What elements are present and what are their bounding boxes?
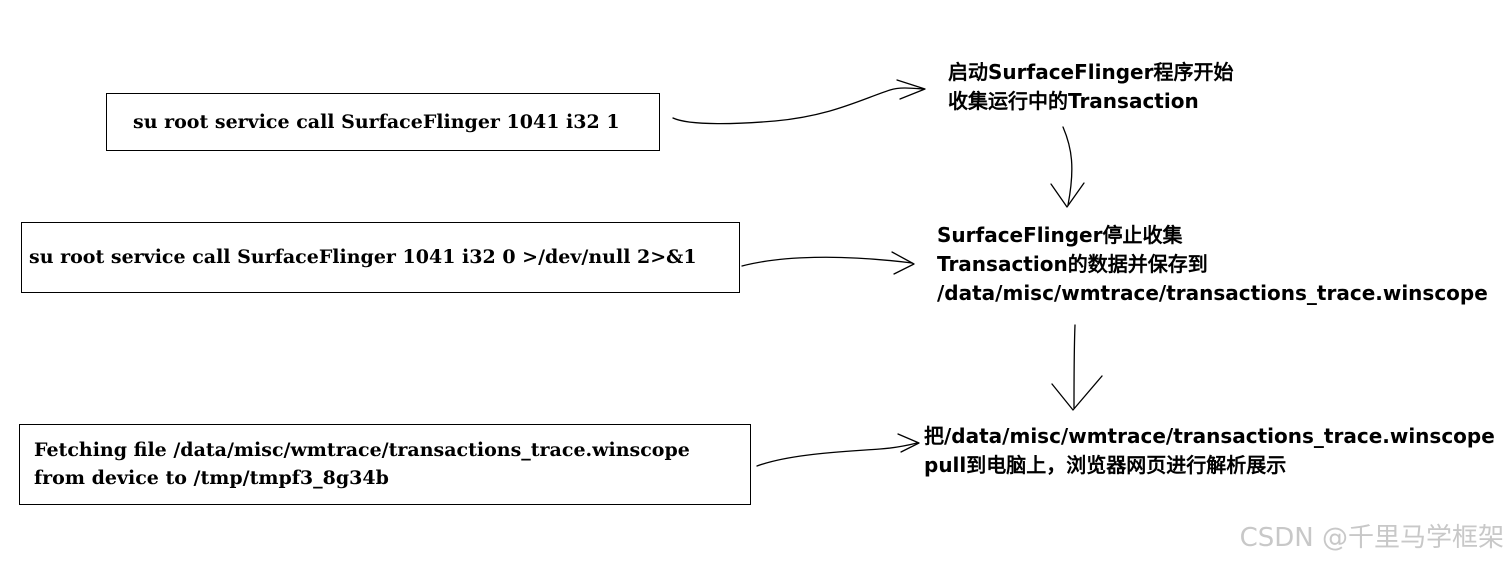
- arrow-box2-to-note2: [741, 256, 913, 267]
- note-line: 启动SurfaceFlinger程序开始: [948, 60, 1234, 84]
- note-line: pull到电脑上，浏览器网页进行解析展示: [924, 453, 1287, 477]
- command-line: su root service call SurfaceFlinger 1041…: [133, 111, 620, 133]
- arrow-note1-to-note2: [1062, 126, 1073, 206]
- note-line: 收集运行中的Transaction: [948, 89, 1199, 113]
- command-line: Fetching file /data/misc/wmtrace/transac…: [34, 439, 690, 461]
- arrow-note2-to-note3: [1073, 324, 1076, 409]
- note-line: Transaction的数据并保存到: [937, 252, 1208, 276]
- arrowhead-note3-from-top: [1051, 375, 1103, 411]
- command-box-start-trace: su root service call SurfaceFlinger 1041…: [106, 93, 660, 151]
- arrowhead-note2: [891, 251, 915, 275]
- command-box-fetch-file: Fetching file /data/misc/wmtrace/transac…: [19, 424, 751, 505]
- note-pull-and-parse: 把/data/misc/wmtrace/transactions_trace.w…: [924, 422, 1495, 480]
- command-line: su root service call SurfaceFlinger 1041…: [29, 246, 697, 268]
- note-line: 把/data/misc/wmtrace/transactions_trace.w…: [924, 424, 1495, 448]
- arrow-box1-to-note1: [672, 87, 925, 125]
- arrowhead-note3: [897, 433, 920, 453]
- command-line: from device to /tmp/tmpf3_8g34b: [34, 467, 389, 489]
- arrowhead-note1: [896, 79, 926, 100]
- note-stop-and-save: SurfaceFlinger停止收集 Transaction的数据并保存到 /d…: [937, 221, 1488, 308]
- command-box-stop-trace: su root service call SurfaceFlinger 1041…: [21, 222, 740, 293]
- note-line: /data/misc/wmtrace/transactions_trace.wi…: [937, 281, 1488, 305]
- note-line: SurfaceFlinger停止收集: [937, 223, 1183, 247]
- watermark: CSDN @千里马学框架: [1239, 523, 1504, 553]
- arrow-box3-to-note3: [756, 442, 918, 467]
- arrowhead-note2-from-top: [1050, 182, 1085, 208]
- note-start-collecting: 启动SurfaceFlinger程序开始 收集运行中的Transaction: [948, 58, 1233, 116]
